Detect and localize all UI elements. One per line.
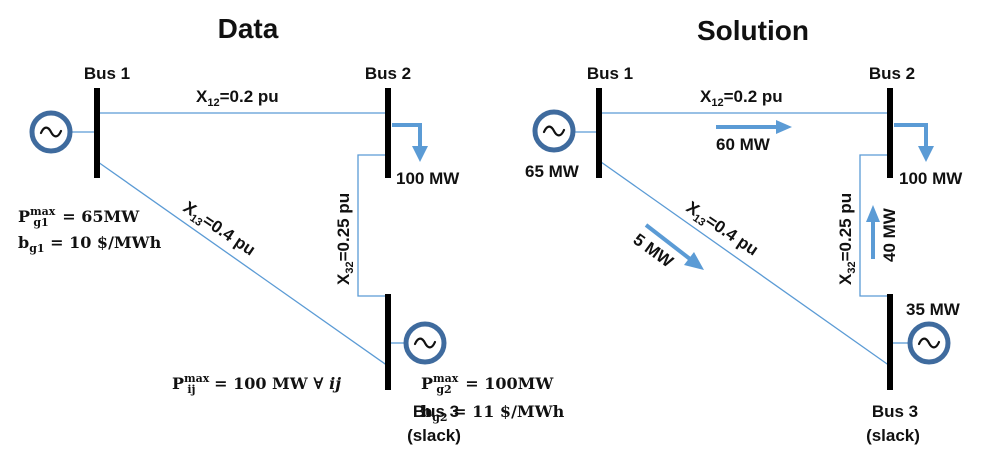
flow-3-2-label: 40 MW [880, 207, 899, 262]
bus-3 [887, 294, 893, 390]
x12-label: X12=0.2 pu [196, 87, 279, 109]
flow-arrow-3-2 [866, 205, 880, 259]
data-title: Data [218, 13, 279, 44]
tilde-generator-icon [532, 109, 576, 153]
bus-3 [385, 294, 391, 390]
flow-1-2-label: 60 MW [716, 135, 771, 154]
gen1-output: 65 MW [525, 162, 580, 181]
bus-2-label: Bus 2 [365, 64, 411, 83]
bus-1 [596, 88, 602, 178]
line-1-3 [97, 161, 389, 367]
bus-3-label: Bus 3 [872, 402, 918, 421]
bg2-cost: bg2 = 11 $/MWh [421, 402, 565, 424]
tilde-generator-icon [907, 321, 951, 365]
load-label: 100 MW [899, 169, 963, 188]
x13-label: X13=0.4 pu [681, 198, 762, 262]
flow-arrow-1-2 [716, 120, 792, 134]
flow-arrow-1-3 [644, 223, 704, 270]
bus-2 [385, 88, 391, 178]
bus-2-label: Bus 2 [869, 64, 915, 83]
bus-1-label: Bus 1 [587, 64, 633, 83]
slack-label: (slack) [407, 426, 461, 445]
data-panel: Data Bus 1 Bus 2 Bus 3 (slack) 100 MW [18, 13, 565, 445]
load-label: 100 MW [396, 169, 460, 188]
bus-1 [94, 88, 100, 178]
bus-3-label: Bus 3 [413, 402, 459, 421]
solution-title: Solution [697, 15, 809, 46]
down-arrow-icon [392, 123, 428, 162]
gen3-output: 35 MW [906, 300, 961, 319]
bg1-cost: bg1 = 10 $/MWh [18, 233, 162, 255]
x12-label: X12=0.2 pu [700, 87, 783, 109]
line-1-3 [600, 161, 891, 367]
line-3-2 [357, 154, 388, 297]
tilde-generator-icon [403, 321, 447, 365]
down-arrow-icon [894, 123, 934, 162]
flow-1-3-label: 5 MW [630, 230, 678, 272]
x32-label: X32=0.25 pu [334, 193, 356, 285]
line-3-2 [859, 154, 890, 297]
x32-label: X32=0.25 pu [836, 193, 858, 285]
solution-panel: Solution Bus 1 Bus 2 Bus 3 (slack) 100 [525, 15, 963, 445]
bus-2 [887, 88, 893, 178]
x13-label: X13=0.4 pu [178, 198, 259, 262]
tilde-generator-icon [29, 110, 73, 154]
bus-1-label: Bus 1 [84, 64, 130, 83]
slack-label: (slack) [866, 426, 920, 445]
